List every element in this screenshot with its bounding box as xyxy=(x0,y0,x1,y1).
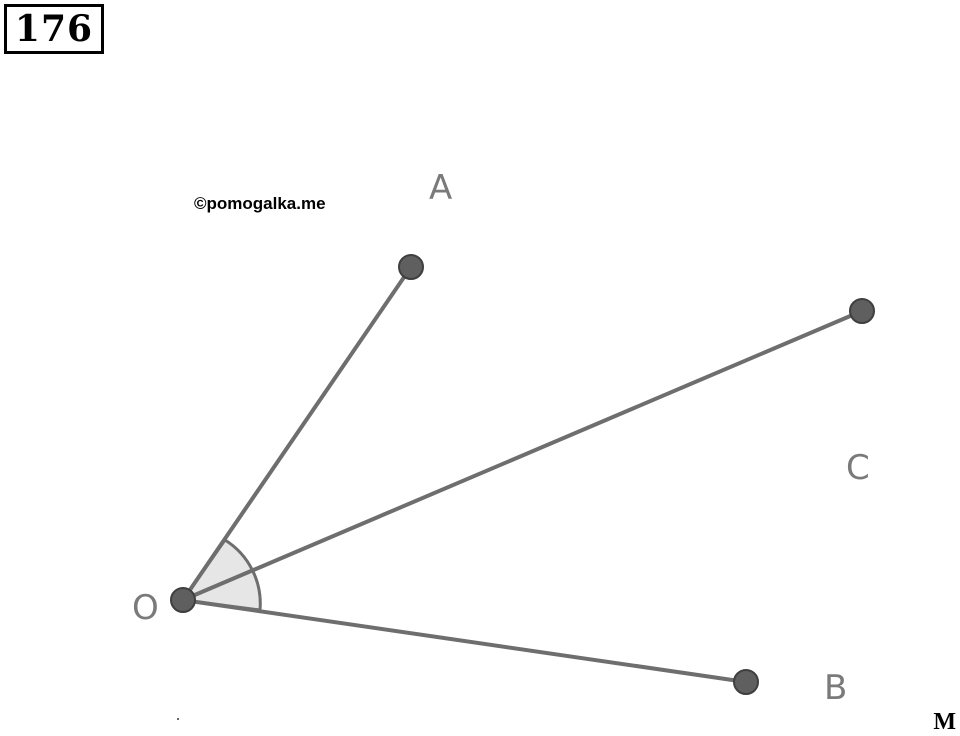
label-a: A xyxy=(429,168,452,208)
label-c: C xyxy=(846,448,870,488)
ray-oc xyxy=(181,309,864,602)
label-b: B xyxy=(824,668,847,708)
ray-ob xyxy=(181,598,748,684)
watermark: ©pomogalka.me xyxy=(194,194,326,213)
corner-mark: M xyxy=(933,709,956,735)
stray-dot xyxy=(177,718,179,720)
point-b xyxy=(733,669,759,695)
problem-number: 176 xyxy=(4,4,104,54)
label-o: O xyxy=(132,588,159,628)
point-a xyxy=(398,254,424,280)
ray-oa xyxy=(181,265,413,602)
point-o xyxy=(170,587,196,613)
point-c xyxy=(849,298,875,324)
